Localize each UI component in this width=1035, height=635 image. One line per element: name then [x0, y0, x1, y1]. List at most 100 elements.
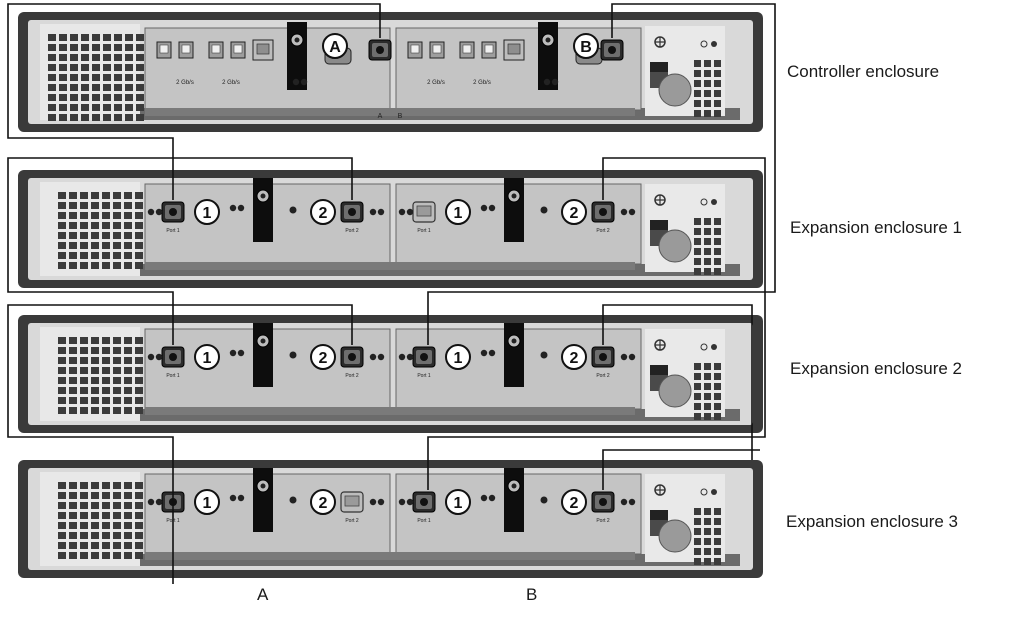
- expansion-enclosure-1-label: Expansion enclosure 1: [790, 218, 963, 237]
- latch-handle-icon: [253, 323, 273, 387]
- port-number-2-text: 2: [570, 350, 579, 367]
- port-2-caption: Port 2: [345, 518, 359, 524]
- led-indicator-icon: [369, 208, 385, 216]
- cable-a-e1-to-e2: [7, 157, 353, 345]
- fan-icon: [654, 36, 666, 48]
- port-2-empty: [340, 491, 364, 513]
- port-number-2: 2: [561, 199, 587, 225]
- led-indicator-icon: [540, 496, 548, 504]
- led-indicator-icon: [398, 353, 414, 361]
- speed-caption: 2 Gb/s: [473, 80, 491, 86]
- fibre-channel-port-icon: [481, 41, 497, 59]
- port-2-caption: Port 2: [345, 228, 359, 234]
- port-number-1-text: 1: [454, 205, 463, 222]
- fibre-channel-port-icon: [156, 41, 172, 59]
- psu-knob: [658, 519, 692, 553]
- led-indicator-icon: [147, 208, 163, 216]
- port-number-2: 2: [561, 344, 587, 370]
- psu-knob: [658, 73, 692, 107]
- vent-panel: [40, 182, 140, 276]
- module-label-a-text: A: [329, 39, 341, 56]
- led-indicator-icon: [620, 353, 636, 361]
- port-number-1-text: 1: [454, 350, 463, 367]
- module-label-a: A: [322, 33, 348, 59]
- led-indicator-icon: [398, 498, 414, 506]
- power-switch-rocker: [650, 220, 668, 230]
- port-number-2: 2: [561, 489, 587, 515]
- vent-panel: [40, 24, 140, 120]
- psu-vent-grid: [694, 508, 721, 565]
- port-2-caption: Port 2: [596, 518, 610, 524]
- port-2-caption: Port 2: [596, 228, 610, 234]
- controller-vent-grid: [48, 34, 144, 121]
- port-1: [412, 491, 436, 513]
- fibre-channel-port-icon: [208, 41, 224, 59]
- cable-b-e1-to-e3: [427, 157, 766, 490]
- psu-led-icon: [711, 41, 717, 47]
- port-number-1: 1: [194, 199, 220, 225]
- cable-chain-a-label: A: [257, 585, 269, 604]
- led-indicator-icon: [398, 208, 414, 216]
- port-1-caption: Port 1: [417, 518, 431, 524]
- cable-b-controller-to-e2: [427, 3, 776, 345]
- power-switch-rocker: [650, 62, 668, 72]
- expansion-port-a: [368, 39, 392, 61]
- speed-caption: 2 Gb/s: [176, 80, 194, 86]
- vent-panel: [40, 327, 140, 421]
- port-2: [340, 201, 364, 223]
- fibre-channel-port-icon: [429, 41, 445, 59]
- port-1-empty: [412, 201, 436, 223]
- psu-led-icon: [700, 198, 708, 206]
- ethernet-port-icon: [503, 39, 525, 61]
- module-rail: [145, 552, 635, 560]
- port-number-1-text: 1: [454, 495, 463, 512]
- psu-led-icon: [700, 40, 708, 48]
- led-indicator-icon: [147, 498, 163, 506]
- led-indicator-icon: [540, 206, 548, 214]
- port-1: [412, 346, 436, 368]
- slot-label-a: A: [378, 113, 383, 120]
- power-switch-rocker: [650, 510, 668, 520]
- port-number-1-text: 1: [203, 205, 212, 222]
- fan-icon: [654, 339, 666, 351]
- led-indicator-icon: [480, 349, 496, 357]
- port-number-2: 2: [310, 199, 336, 225]
- port-number-1: 1: [445, 199, 471, 225]
- fibre-channel-port-icon: [178, 41, 194, 59]
- port-number-1-text: 1: [203, 495, 212, 512]
- cable-b-e3-port2: [602, 449, 760, 490]
- latch-handle-icon: [287, 22, 307, 90]
- port-2-caption: Port 2: [345, 373, 359, 379]
- led-indicator-icon: [229, 494, 245, 502]
- led-indicator-icon: [620, 498, 636, 506]
- fibre-channel-port-icon: [230, 41, 246, 59]
- led-indicator-icon: [620, 208, 636, 216]
- port-1-caption: Port 1: [417, 373, 431, 379]
- led-indicator-icon: [480, 494, 496, 502]
- psu-led-icon: [700, 488, 708, 496]
- latch-handle-icon: [504, 178, 524, 242]
- cable-a-controller-to-e1: [7, 3, 381, 200]
- power-switch-rocker: [650, 365, 668, 375]
- expansion-vent-grid: [58, 482, 143, 559]
- psu-knob: [658, 229, 692, 263]
- port-number-2-text: 2: [570, 495, 579, 512]
- expansion-enclosure-2-label: Expansion enclosure 2: [790, 359, 963, 378]
- module-label-b-text: B: [580, 39, 592, 56]
- port-2: [591, 201, 615, 223]
- ethernet-port-icon: [252, 39, 274, 61]
- psu-vent-grid: [694, 218, 721, 275]
- cable-b-e2-to-e3-return: [602, 304, 753, 460]
- module-rail: [145, 262, 635, 270]
- port-number-1-text: 1: [203, 350, 212, 367]
- port-number-2-text: 2: [319, 205, 328, 222]
- expansion-enclosure-3-label: Expansion enclosure 3: [786, 512, 959, 531]
